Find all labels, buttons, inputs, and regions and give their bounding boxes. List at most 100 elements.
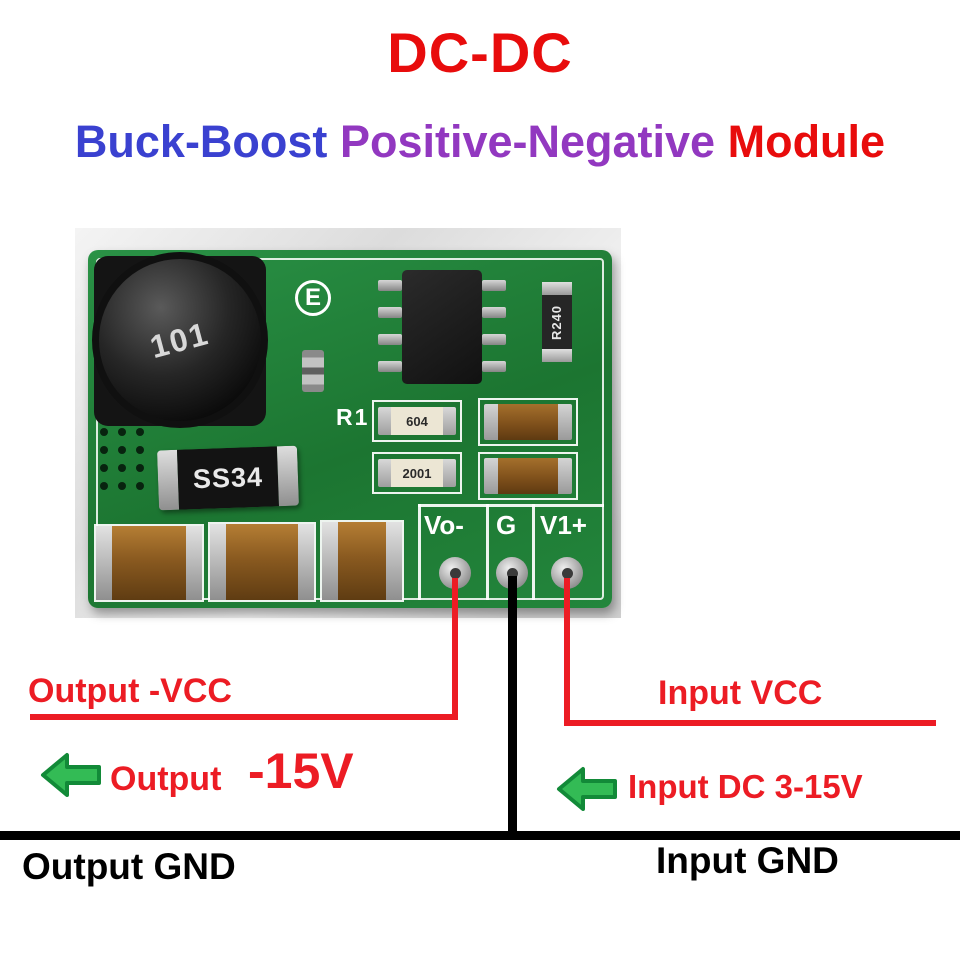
gnd-line-vertical: [508, 576, 517, 838]
via-grid: [100, 428, 146, 492]
via: [136, 482, 144, 490]
output-vcc-label: Output -VCC: [28, 672, 232, 710]
resistor-604-box: 604: [372, 400, 462, 442]
output-gnd-label: Output GND: [22, 846, 236, 887]
small-resistor: [302, 350, 324, 392]
output-direction-arrow-icon: [41, 753, 101, 797]
diode-ss34: SS34: [156, 445, 300, 511]
inductor: 101: [92, 252, 268, 428]
resistor-end: [443, 407, 456, 435]
chip-lead: [378, 361, 402, 372]
subtitle-positive-negative: Positive-Negative: [339, 116, 716, 167]
resistor-r240: R240: [542, 282, 572, 362]
capacitor-end: [322, 522, 338, 600]
capacitor: [96, 526, 202, 600]
silkscreen-line: [486, 504, 489, 600]
capacitor-box-2: [478, 452, 578, 500]
capacitor-end: [558, 458, 572, 494]
capacitor-box-3: [94, 524, 204, 602]
chip-lead: [378, 307, 402, 318]
diode-label: SS34: [176, 446, 280, 510]
pcb-photo: 101 E R240 R1: [75, 228, 621, 618]
silkscreen-line: [418, 504, 604, 507]
input-gnd-label: Input GND: [656, 840, 839, 881]
via: [136, 464, 144, 472]
inductor-label: 101: [146, 314, 214, 365]
chip-lead: [482, 307, 506, 318]
via: [118, 428, 126, 436]
silkscreen-r1-label: R1: [336, 404, 370, 430]
subtitle: Buck-Boost Positive-Negative Module: [0, 116, 960, 168]
pad-hole: [561, 567, 573, 579]
output-vcc-line-vertical: [452, 578, 458, 720]
capacitor-box-4: [208, 522, 316, 602]
via: [118, 446, 126, 454]
chip-lead: [482, 361, 506, 372]
page-title: DC-DC: [387, 21, 573, 84]
gnd-line-horizontal: [0, 831, 960, 840]
pad-label-gnd: G: [496, 510, 517, 540]
resistor-2001-box: 2001: [372, 452, 462, 494]
resistor-end: [443, 459, 456, 487]
resistor-r240-label: R240: [549, 304, 565, 340]
capacitor-box-5: [320, 520, 404, 602]
input-direction-arrow-icon: [557, 767, 617, 811]
pcb-board: 101 E R240 R1: [88, 250, 612, 608]
chip-lead: [378, 334, 402, 345]
output-voltage-word: Output: [110, 760, 222, 798]
pad-hole: [449, 567, 461, 579]
capacitor: [210, 524, 314, 600]
resistor-2001-label: 2001: [391, 459, 443, 487]
resistor-2001: 2001: [378, 459, 456, 487]
chip-lead: [482, 280, 506, 291]
pad-hole: [506, 567, 518, 579]
capacitor-end: [558, 404, 572, 440]
resistor-end: [378, 407, 391, 435]
resistor-end: [378, 459, 391, 487]
diode-terminal: [276, 445, 300, 507]
capacitor-end: [386, 522, 402, 600]
pad-label-vo-minus: Vo-: [424, 510, 464, 540]
input-vcc-line-horizontal: [564, 720, 936, 726]
input-vcc-line-vertical: [564, 578, 570, 726]
soic8-chip: [378, 270, 506, 384]
capacitor-body: [226, 524, 298, 600]
capacitor-end: [96, 526, 112, 600]
brand-logo: E: [295, 280, 331, 316]
via: [100, 482, 108, 490]
chip-lead: [378, 280, 402, 291]
silkscreen-line: [532, 504, 535, 600]
capacitor-body: [498, 404, 558, 440]
subtitle-buck-boost: Buck-Boost: [74, 116, 328, 167]
capacitor: [484, 458, 572, 494]
output-vcc-line-horizontal: [30, 714, 458, 720]
capacitor: [484, 404, 572, 440]
via: [118, 482, 126, 490]
capacitor-body: [112, 526, 186, 600]
capacitor-body: [498, 458, 558, 494]
input-dc-label: Input DC 3-15V: [628, 768, 863, 805]
via: [100, 428, 108, 436]
capacitor: [322, 522, 402, 600]
via: [100, 446, 108, 454]
capacitor-end: [210, 524, 226, 600]
chip-lead: [482, 334, 506, 345]
diode-terminal: [156, 449, 180, 511]
capacitor-box-1: [478, 398, 578, 446]
via: [118, 464, 126, 472]
capacitor-end: [298, 524, 314, 600]
capacitor-end: [484, 458, 498, 494]
input-vcc-label: Input VCC: [658, 674, 823, 712]
capacitor-body: [338, 522, 386, 600]
output-voltage-value: -15V: [248, 743, 354, 799]
resistor-604-label: 604: [391, 407, 443, 435]
capacitor-end: [186, 526, 202, 600]
capacitor-end: [484, 404, 498, 440]
via: [100, 464, 108, 472]
via: [136, 446, 144, 454]
subtitle-module: Module: [727, 116, 886, 167]
via: [136, 428, 144, 436]
silkscreen-line: [418, 504, 421, 600]
pad-label-vi-plus: V1+: [540, 510, 587, 540]
